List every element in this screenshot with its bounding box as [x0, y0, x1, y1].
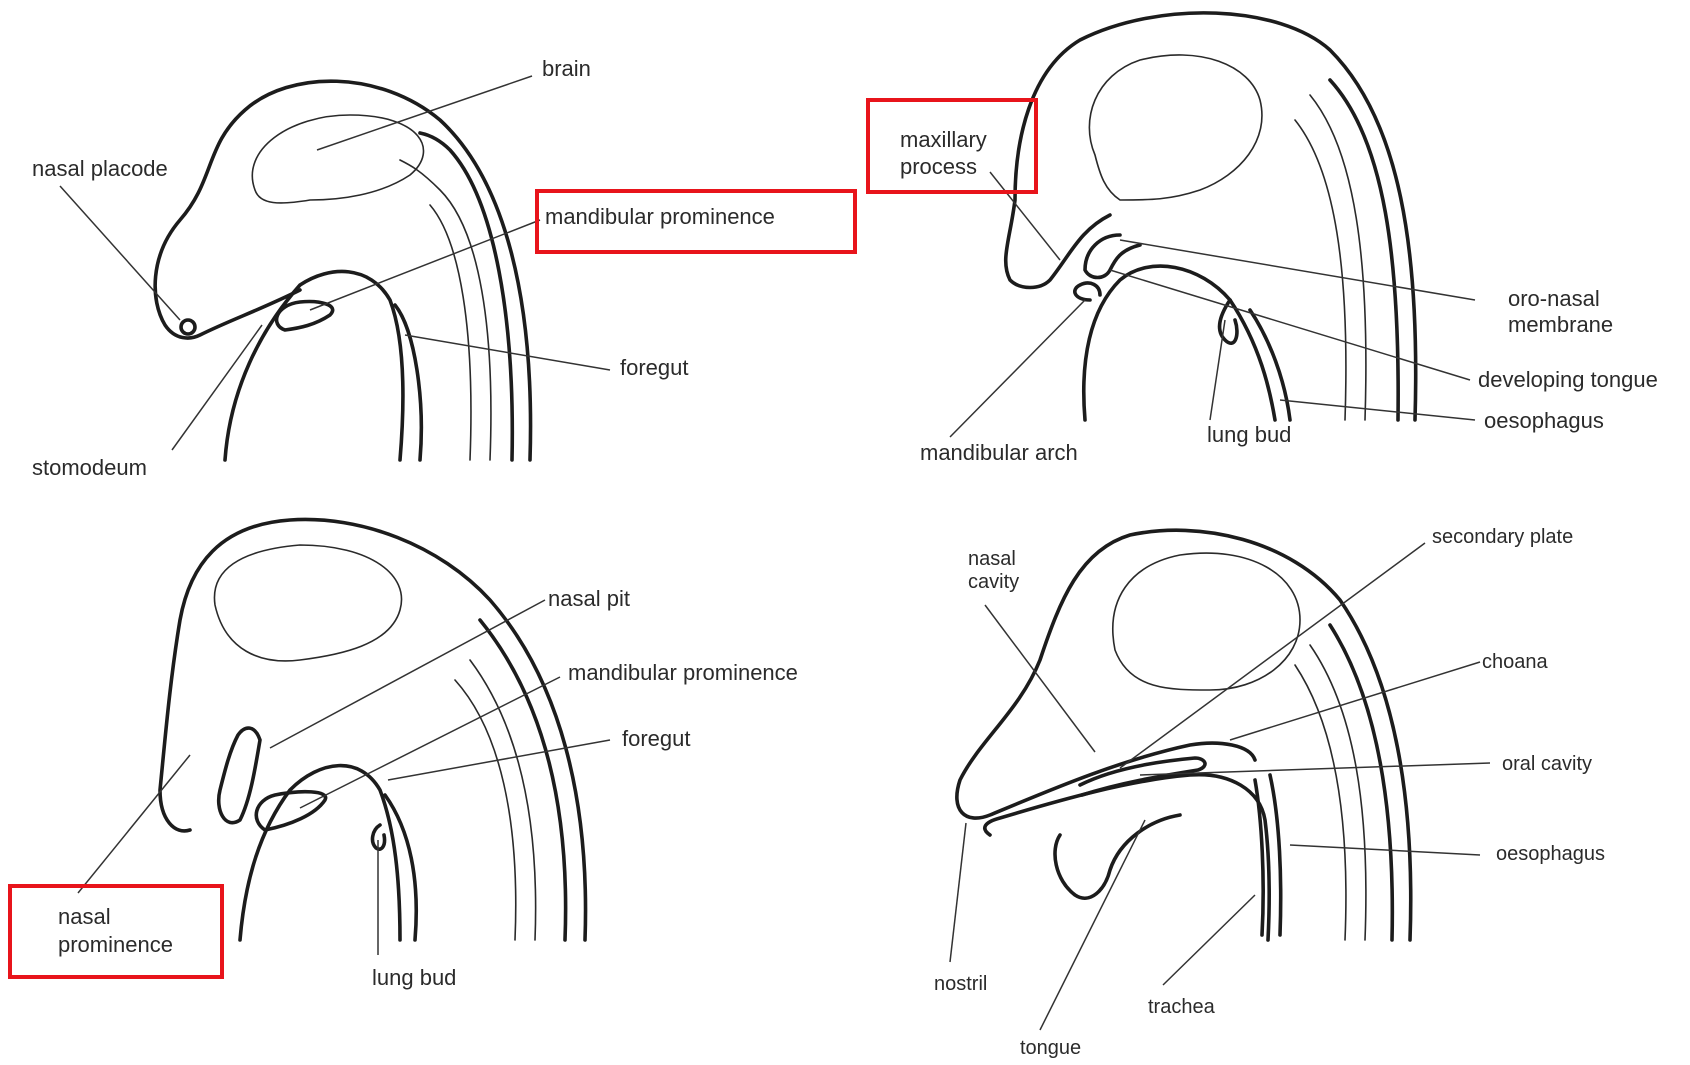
label-brain: brain	[542, 56, 591, 81]
label-lung-bud: lung bud	[1207, 422, 1291, 447]
label-oesophagus-4: oesophagus	[1496, 843, 1605, 865]
panel-stage-4: nasal cavity secondary plate choana oral…	[934, 526, 1605, 1059]
head-outline	[160, 519, 586, 940]
panel-stage-2: maxillary process oro-nasal membrane dev…	[868, 13, 1658, 465]
label-oral-cavity: oral cavity	[1502, 753, 1592, 775]
label-maxillary-line1: maxillary	[900, 127, 987, 152]
label-nasal-cavity-line2: cavity	[968, 571, 1019, 593]
label-choana: choana	[1482, 651, 1548, 673]
label-lung-bud-3: lung bud	[372, 965, 456, 990]
label-nasal-prominence-line1: nasal	[58, 904, 111, 929]
label-nasal-prominence-line2: prominence	[58, 932, 173, 957]
label-developing-tongue: developing tongue	[1478, 367, 1658, 392]
head-outline	[957, 530, 1411, 940]
label-foregut: foregut	[620, 355, 689, 380]
panel4-leaders	[950, 543, 1490, 1030]
label-oro-nasal-line1: oro-nasal	[1508, 286, 1600, 311]
label-oro-nasal-line2: membrane	[1508, 312, 1613, 337]
brain-outline	[252, 115, 491, 460]
label-trachea: trachea	[1148, 996, 1216, 1018]
label-secondary-plate: secondary plate	[1432, 526, 1573, 548]
brain-outline	[1089, 55, 1366, 420]
label-mandibular-arch: mandibular arch	[920, 440, 1078, 465]
label-stomodeum: stomodeum	[32, 455, 147, 480]
label-mandibular-prominence-3: mandibular prominence	[568, 660, 798, 685]
panel3-leaders	[78, 600, 610, 955]
label-tongue: tongue	[1020, 1037, 1081, 1059]
label-maxillary-line2: process	[900, 154, 977, 179]
label-foregut-3: foregut	[622, 726, 691, 751]
label-mandibular-prominence: mandibular prominence	[545, 204, 775, 229]
label-oesophagus: oesophagus	[1484, 408, 1604, 433]
head-outline	[1006, 13, 1416, 420]
label-nasal-pit: nasal pit	[548, 586, 630, 611]
label-nostril: nostril	[934, 973, 987, 995]
brain-outline	[214, 545, 535, 940]
panel-stage-3: nasal pit mandibular prominence foregut …	[10, 519, 798, 990]
head-outline	[155, 81, 530, 460]
panel1-leaders	[60, 76, 610, 450]
label-nasal-cavity-line1: nasal	[968, 548, 1016, 570]
label-nasal-placode: nasal placode	[32, 156, 168, 181]
panel-stage-1: brain nasal placode mandibular prominenc…	[32, 56, 855, 480]
